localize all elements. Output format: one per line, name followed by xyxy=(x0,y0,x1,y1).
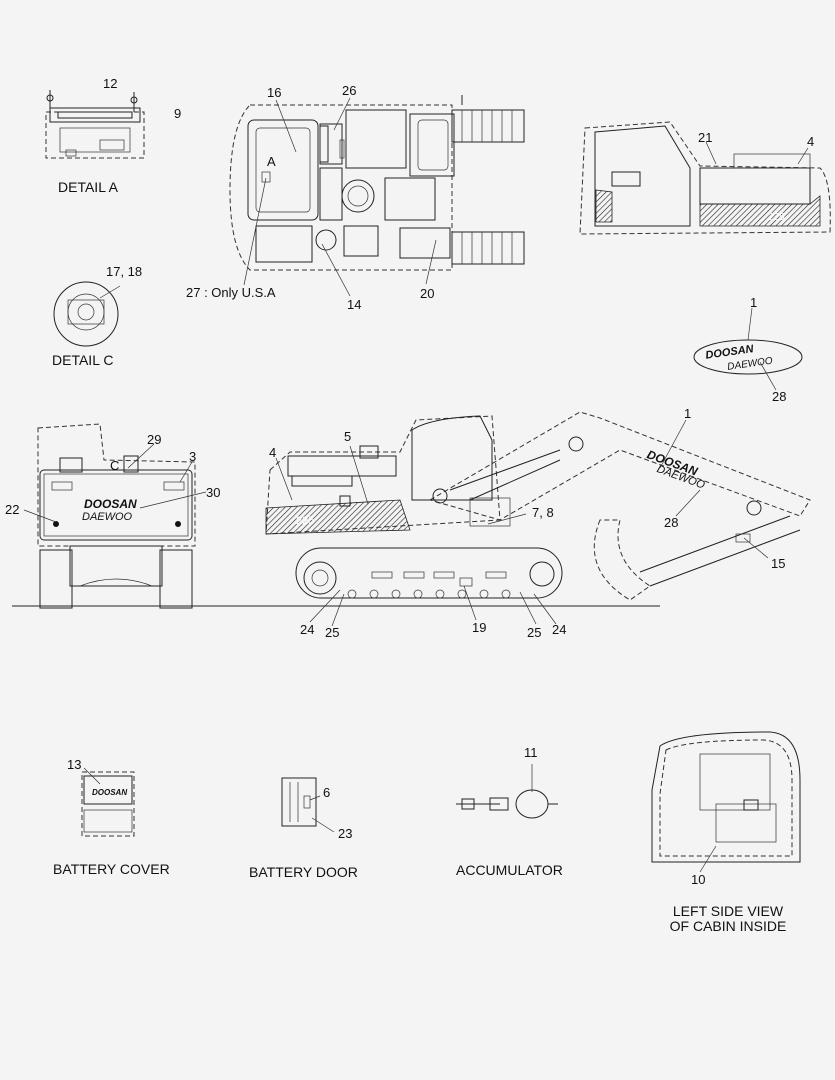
label-4-side-small: 4 xyxy=(807,134,815,149)
main-model-text: 225 xyxy=(296,515,314,527)
label-11: 11 xyxy=(524,745,538,760)
cabin-inside-drawing xyxy=(651,731,801,873)
label-9: 9 xyxy=(174,106,182,121)
caption-cabin-inside-line1: LEFT SIDE VIEW xyxy=(672,903,784,919)
label-16: 16 xyxy=(267,85,282,100)
label-15: 15 xyxy=(771,556,786,571)
detail-a-drawing xyxy=(45,90,145,159)
label-14: 14 xyxy=(347,297,362,312)
label-19: 19 xyxy=(472,620,487,635)
side-view-small-drawing: 225 xyxy=(579,121,831,235)
main-side-view-drawing: 225 DOOSAN DAEWOO xyxy=(265,411,811,627)
label-24-right: 24 xyxy=(552,622,567,637)
label-13: 13 xyxy=(67,757,82,772)
rear-doosan-text: DOOSAN xyxy=(84,497,137,511)
label-7-8: 7, 8 xyxy=(532,505,554,520)
caption-battery-door: BATTERY DOOR xyxy=(249,864,358,880)
label-25-right: 25 xyxy=(527,625,542,640)
decal-small-daewoo: DAEWOO xyxy=(727,356,774,373)
label-17-18: 17, 18 xyxy=(106,264,143,279)
label-4-main: 4 xyxy=(269,445,277,460)
label-21: 21 xyxy=(698,130,713,145)
caption-cabin-inside-line2: OF CABIN INSIDE xyxy=(669,918,787,934)
battery-door-drawing xyxy=(281,777,335,833)
caption-detail-c: DETAIL C xyxy=(52,352,114,368)
label-24-left: 24 xyxy=(300,622,315,637)
label-28-boom: 28 xyxy=(664,515,679,530)
detail-c-drawing xyxy=(53,281,121,347)
label-1-boom: 1 xyxy=(684,406,692,421)
label-12: 12 xyxy=(103,76,118,91)
caption-accumulator: ACCUMULATOR xyxy=(456,862,563,878)
label-a: A xyxy=(267,154,276,169)
label-26: 26 xyxy=(342,83,357,98)
accumulator-drawing xyxy=(456,764,558,819)
label-5: 5 xyxy=(344,429,352,444)
label-22: 22 xyxy=(5,502,20,517)
side-small-model-text: 225 xyxy=(768,212,785,223)
label-28-decal: 28 xyxy=(772,389,787,404)
label-23: 23 xyxy=(338,826,353,841)
battery-cover-doosan-text: DOOSAN xyxy=(92,788,127,797)
battery-cover-drawing: DOOSAN xyxy=(81,767,135,837)
label-c: C xyxy=(110,458,120,473)
label-6: 6 xyxy=(323,785,331,800)
rear-daewoo-text: DAEWOO xyxy=(82,511,133,523)
decal-small-drawing: DOOSAN DAEWOO xyxy=(693,307,803,391)
label-30: 30 xyxy=(206,485,221,500)
rear-view-drawing: DOOSAN DAEWOO xyxy=(23,423,207,609)
caption-detail-a: DETAIL A xyxy=(58,179,118,195)
label-10: 10 xyxy=(691,872,706,887)
label-29: 29 xyxy=(147,432,162,447)
caption-battery-cover: BATTERY COVER xyxy=(53,861,170,877)
label-25-left: 25 xyxy=(325,625,340,640)
label-27-only-usa: 27 : Only U.S.A xyxy=(186,285,276,300)
top-view-drawing xyxy=(229,95,525,297)
label-3: 3 xyxy=(189,449,197,464)
label-20: 20 xyxy=(420,286,435,301)
label-1-decal: 1 xyxy=(750,295,758,310)
